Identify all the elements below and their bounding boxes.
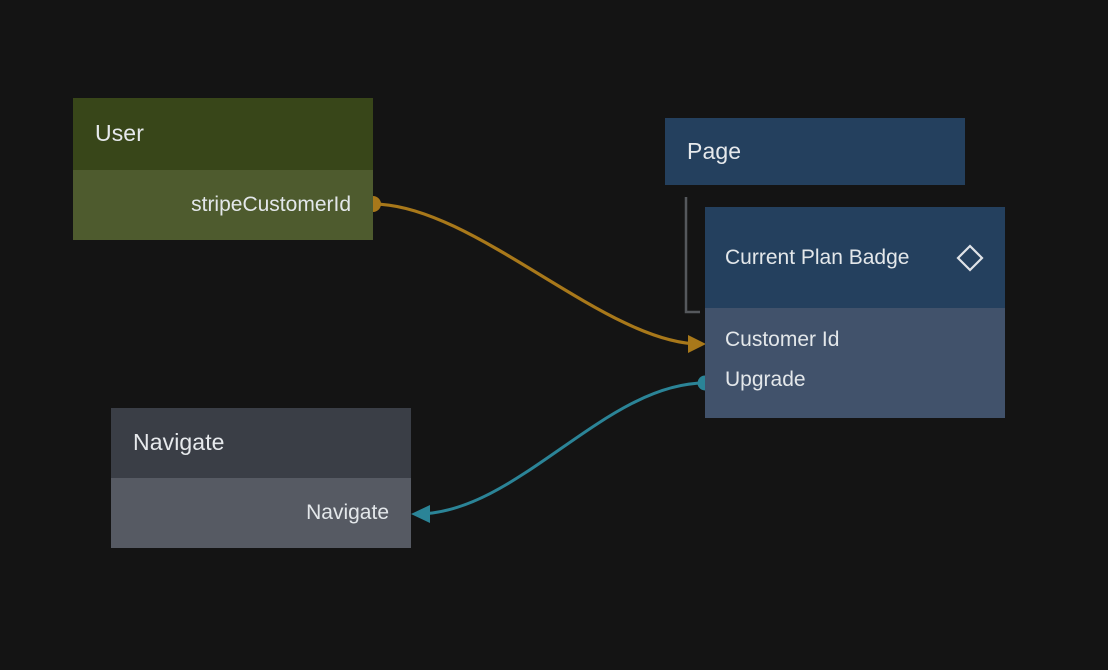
node-page-header[interactable]: Page [665, 118, 965, 185]
edge-stripe-to-customerid[interactable] [365, 196, 706, 353]
field-customer-id[interactable]: Customer Id [705, 320, 1005, 360]
page-group-bracket [684, 197, 700, 314]
node-user-body: stripeCustomerId [73, 170, 373, 240]
node-page[interactable]: Page [665, 118, 965, 185]
field-upgrade[interactable]: Upgrade [705, 360, 1005, 400]
field-navigate-label: Navigate [306, 500, 389, 524]
node-navigate-title: Navigate [133, 429, 225, 456]
node-user-title: User [95, 120, 144, 147]
field-upgrade-label: Upgrade [725, 367, 806, 391]
node-page-inner[interactable]: Current Plan Badge Customer Id Upgrade [705, 207, 1005, 418]
current-plan-badge-label: Current Plan Badge [725, 245, 910, 269]
edge-arrowhead-teal [411, 505, 430, 523]
diamond-icon [955, 243, 985, 273]
node-navigate[interactable]: Navigate Navigate [111, 408, 411, 548]
field-navigate[interactable]: Navigate [111, 500, 411, 526]
edge-path-teal [416, 381, 706, 516]
node-navigate-header[interactable]: Navigate [111, 408, 411, 478]
field-stripe-customer-id[interactable]: stripeCustomerId [73, 192, 373, 218]
edge-upgrade-to-navigate[interactable] [411, 375, 713, 524]
field-customer-id-label: Customer Id [725, 327, 840, 351]
edge-arrowhead-orange [688, 335, 706, 353]
node-page-title: Page [687, 137, 742, 164]
node-page-fields: Customer Id Upgrade [705, 308, 1005, 418]
field-stripe-customer-id-label: stripeCustomerId [191, 192, 351, 216]
node-user-header[interactable]: User [73, 98, 373, 170]
node-navigate-body: Navigate [111, 478, 411, 548]
edge-path-orange [372, 202, 701, 346]
node-user[interactable]: User stripeCustomerId [73, 98, 373, 240]
current-plan-badge-section[interactable]: Current Plan Badge [705, 207, 1005, 308]
